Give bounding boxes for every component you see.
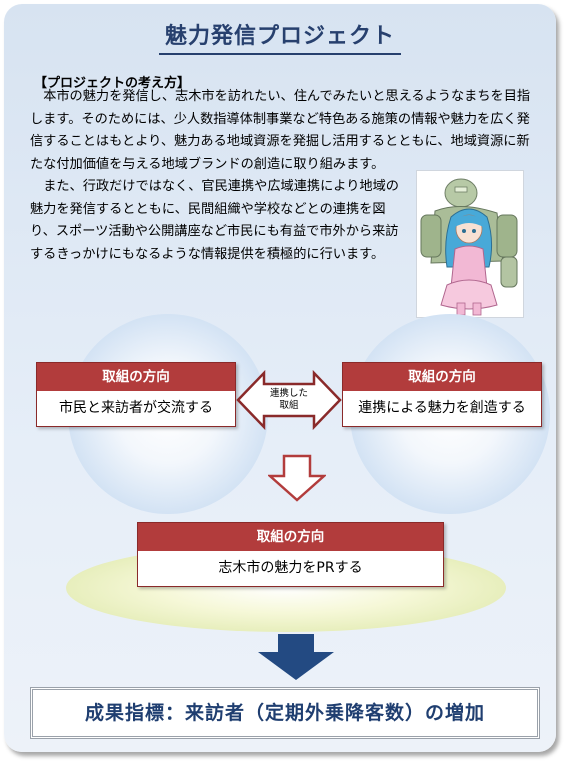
result-indicator: 成果指標：来訪者（定期外乗降客数）の増加 [30, 687, 540, 739]
connector-label-line-1: 連携した [269, 388, 308, 399]
concept-paragraph-2: また、行政だけではなく、官民連携や広域連携により地域の魅力を発信するとともに、民… [30, 179, 399, 262]
page-title: 魅力発信プロジェクト [4, 18, 556, 55]
page-title-text: 魅力発信プロジェクト [158, 18, 401, 55]
direction-right-text: 連携による魅力を創造する [358, 400, 526, 416]
direction-bottom-header: 取組の方向 [138, 523, 443, 551]
mascot-image [420, 178, 518, 316]
direction-box-right: 取組の方向 連携による魅力を創造する [342, 362, 542, 427]
down-arrow-solid-icon [258, 634, 334, 680]
connector-label: 連携した 取組 [256, 388, 322, 412]
direction-box-bottom: 取組の方向 志木市の魅力をPRする [137, 522, 444, 587]
direction-right-header: 取組の方向 [343, 363, 541, 391]
double-arrow-icon [236, 370, 342, 430]
direction-bottom-text: 志木市の魅力をPRする [218, 560, 363, 576]
project-panel: 魅力発信プロジェクト 【プロジェクトの考え方】 本市の魅力を発信し、志木市を訪れ… [4, 4, 556, 752]
connector-label-line-2: 取組 [279, 400, 299, 411]
direction-left-header: 取組の方向 [37, 363, 235, 391]
direction-box-left: 取組の方向 市民と来訪者が交流する [36, 362, 236, 427]
concept-heading: 【プロジェクトの考え方】 [34, 76, 191, 91]
direction-left-text: 市民と来訪者が交流する [59, 400, 213, 416]
concept-paragraph-1: 本市の魅力を発信し、志木市を訪れたい、住んでみたいと思えるようなまちを目指します… [30, 89, 531, 172]
mascot-illustration [416, 170, 524, 318]
down-arrow-outline-icon [268, 454, 326, 502]
